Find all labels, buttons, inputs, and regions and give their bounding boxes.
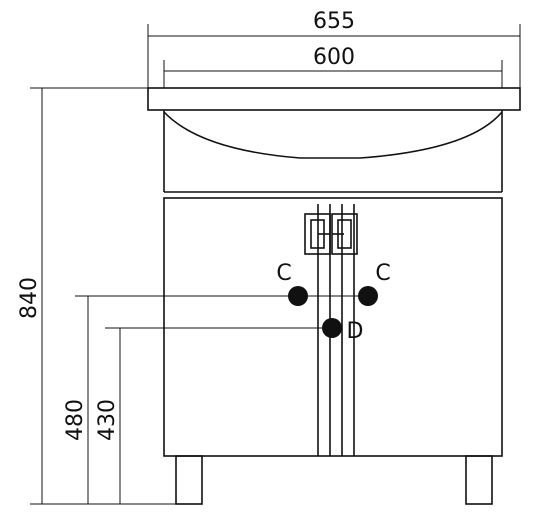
dimension-overall-width-label: 655 (313, 9, 355, 34)
dimension-480: 480 (63, 296, 89, 504)
door-handles (304, 213, 358, 255)
dimension-430: 430 (95, 328, 121, 504)
connection-label-drain: D (347, 319, 364, 344)
cold-water-connection (288, 286, 308, 306)
dimension-655: 655 (147, 9, 521, 88)
dimension-600: 600 (163, 45, 503, 88)
connection-label-left: C (276, 261, 291, 286)
dimension-cabinet-width-label: 600 (313, 45, 355, 70)
connection-points: C C D (75, 261, 391, 344)
connection-label-right: C (375, 261, 390, 286)
legs (175, 455, 493, 505)
dimension-840: 840 (17, 87, 180, 505)
dimension-height-c-label: 480 (63, 399, 88, 441)
drain-connection (322, 318, 342, 338)
hot-water-connection (358, 286, 378, 306)
dimension-height-d-label: 430 (95, 399, 120, 441)
basin (147, 87, 521, 193)
dimension-overall-height-label: 840 (17, 277, 42, 319)
